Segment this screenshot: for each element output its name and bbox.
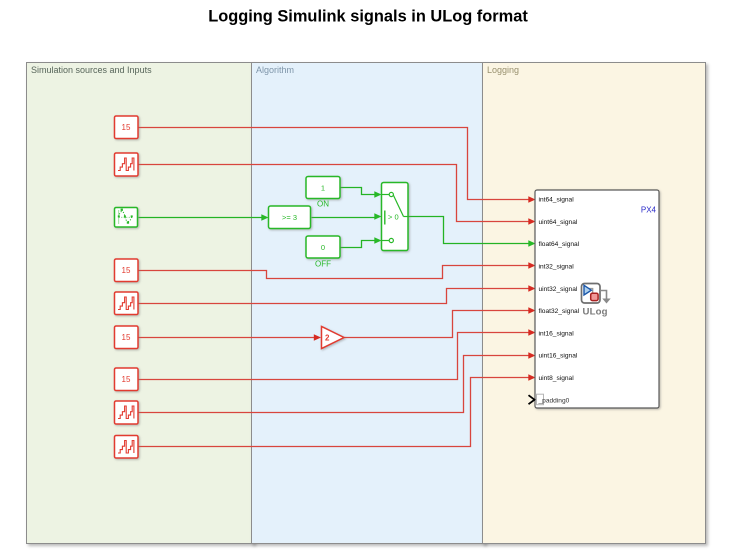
svg-text:15: 15 <box>122 375 131 384</box>
svg-text:int16_signal: int16_signal <box>539 330 575 337</box>
svg-text:ON: ON <box>317 200 329 209</box>
svg-text:OFF: OFF <box>315 259 331 268</box>
svg-text:Logging Simulink signals in UL: Logging Simulink signals in ULog format <box>208 8 528 26</box>
svg-text:float64_signal: float64_signal <box>539 241 580 248</box>
svg-text:2: 2 <box>325 334 330 343</box>
svg-text:uint32_signal: uint32_signal <box>539 286 578 293</box>
svg-text:uint16_signal: uint16_signal <box>539 353 578 360</box>
svg-text:PX4: PX4 <box>641 206 657 215</box>
svg-text:int64_signal: int64_signal <box>539 197 575 204</box>
svg-text:float32_signal: float32_signal <box>539 308 580 315</box>
svg-text:ULog: ULog <box>583 307 608 318</box>
svg-text:15: 15 <box>122 266 131 275</box>
svg-text:uint8_signal: uint8_signal <box>539 375 575 382</box>
svg-text:> 0: > 0 <box>388 213 399 222</box>
svg-text:>= 3: >= 3 <box>282 213 297 222</box>
svg-text:1: 1 <box>321 183 325 192</box>
svg-text:Simulation sources and Inputs: Simulation sources and Inputs <box>31 65 152 75</box>
svg-text:15: 15 <box>122 123 131 132</box>
svg-text:15: 15 <box>122 333 131 342</box>
svg-text:_padding0: _padding0 <box>538 397 570 404</box>
svg-text:int32_signal: int32_signal <box>539 264 575 271</box>
svg-text:uint64_signal: uint64_signal <box>539 219 578 226</box>
svg-text:Algorithm: Algorithm <box>256 65 294 75</box>
svg-text:Logging: Logging <box>487 65 519 75</box>
svg-text:0: 0 <box>321 243 325 252</box>
